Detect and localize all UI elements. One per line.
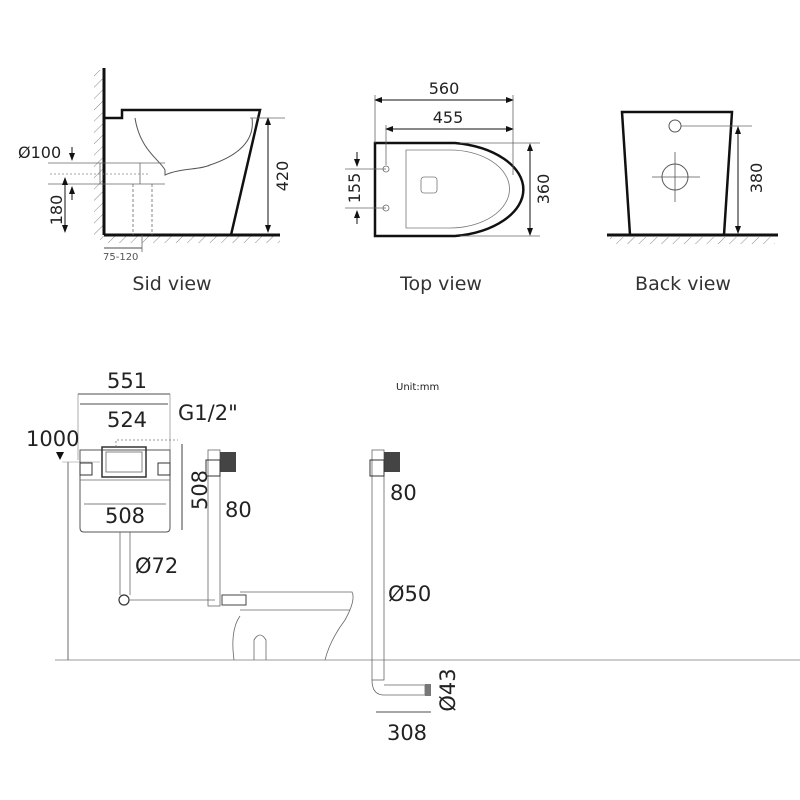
back-view: 380 Back view bbox=[607, 110, 778, 295]
pipe-diameter-label: Ø100 bbox=[18, 143, 61, 162]
cistern-inner-width-label: 524 bbox=[107, 408, 147, 432]
frame-depth-label: 80 bbox=[390, 481, 417, 505]
cistern-body-width-label: 508 bbox=[105, 504, 145, 528]
side-view: Ø100 180 420 75-120 Sid view bbox=[18, 68, 292, 295]
hole-spacing-label: 155 bbox=[345, 173, 364, 204]
frame-pipe-diameter-label: Ø50 bbox=[388, 582, 431, 606]
inlet-height-label: 380 bbox=[747, 163, 766, 194]
outlet-diameter-label: Ø43 bbox=[436, 668, 460, 711]
cistern-outer-width-label: 551 bbox=[107, 369, 147, 393]
installation-drawing: Unit:mm 551 524 G1/2" 1000 508 508 Ø72 bbox=[26, 369, 800, 745]
inlet-size-label: G1/2" bbox=[178, 401, 238, 425]
width-label: 360 bbox=[534, 174, 553, 205]
side-view-caption: Sid view bbox=[132, 273, 211, 295]
pipe-height-label: 180 bbox=[47, 195, 66, 226]
top-height-label: 1000 bbox=[26, 427, 79, 451]
unit-label: Unit:mm bbox=[396, 382, 439, 393]
height-label: 420 bbox=[273, 161, 292, 192]
wall-offset-label: 75-120 bbox=[103, 252, 138, 263]
back-view-caption: Back view bbox=[635, 273, 731, 295]
hole-to-front-label: 455 bbox=[433, 108, 464, 127]
cistern-depth-label: 80 bbox=[225, 498, 252, 522]
flush-pipe-diameter-label: Ø72 bbox=[135, 554, 178, 578]
overall-length-label: 560 bbox=[429, 79, 460, 98]
top-view: 560 455 360 155 Top view bbox=[345, 79, 553, 295]
top-view-caption: Top view bbox=[399, 273, 482, 295]
outlet-length-label: 308 bbox=[387, 721, 427, 745]
